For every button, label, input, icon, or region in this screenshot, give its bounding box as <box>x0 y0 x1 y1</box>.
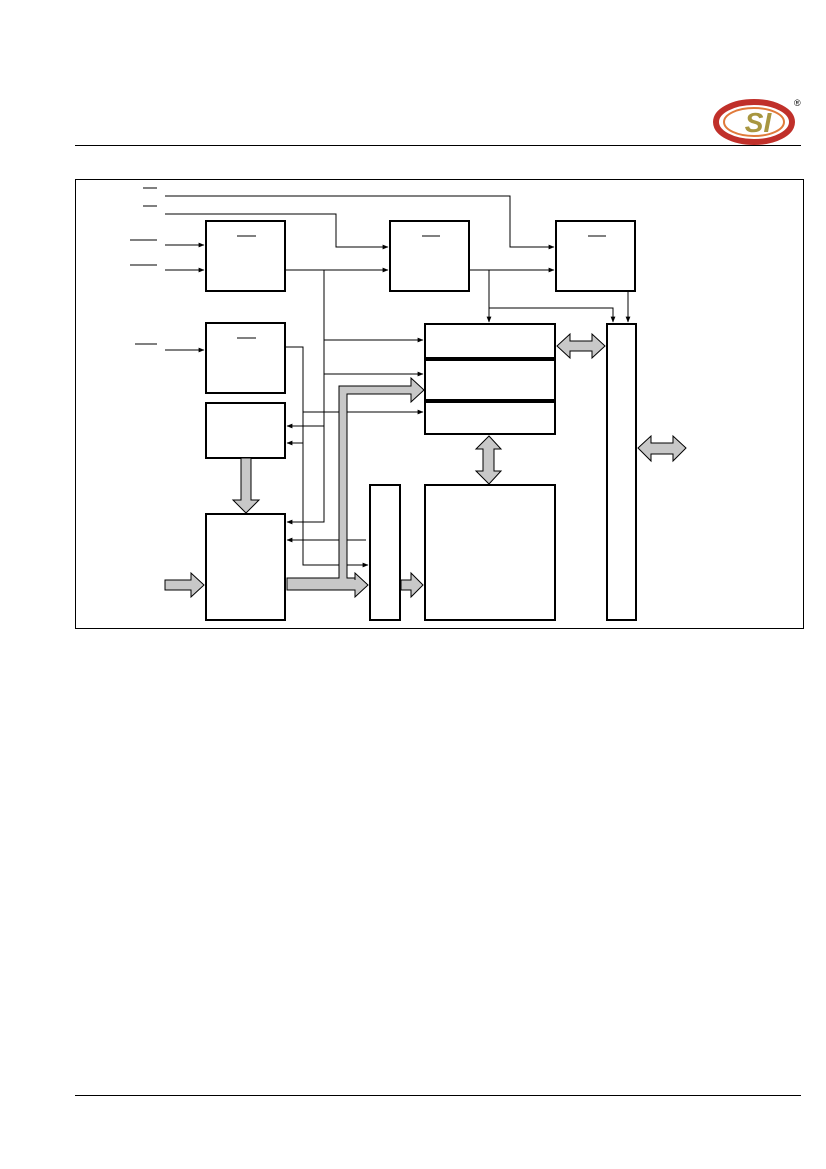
block-register-top <box>424 323 556 359</box>
block-control-1 <box>205 322 286 394</box>
signal-to-io-buffer <box>489 307 616 323</box>
bus-address-input <box>164 571 205 599</box>
logo-registered-mark: ® <box>794 98 801 108</box>
logo-ring-inner <box>723 107 785 137</box>
footer-rule <box>75 1095 801 1096</box>
logo-letters: SI <box>745 107 773 138</box>
signal-vertical-trunk <box>286 270 325 525</box>
block-decoder <box>369 484 401 621</box>
logo-ring-outer <box>713 99 795 145</box>
bus-register-io-bidirectional <box>556 332 606 360</box>
block-memory-array <box>424 484 556 621</box>
si-logo: SI ® <box>713 98 801 145</box>
header-rule <box>75 145 801 146</box>
signal-line-pin2 <box>165 213 389 250</box>
bus-decoder-to-array <box>400 571 424 599</box>
block-register-middle <box>424 359 556 401</box>
bus-register-array-bidirectional <box>474 435 503 485</box>
block-register-bottom <box>424 401 556 435</box>
bus-address-to-decoder-and-register <box>286 376 425 599</box>
signal-line-pin1 <box>165 195 555 250</box>
block-io-buffer <box>606 323 637 621</box>
bus-control-to-address <box>231 457 261 514</box>
block-address-generator <box>205 513 286 621</box>
block-input-buffer-3 <box>555 220 636 292</box>
bus-external-data-bidirectional <box>637 434 687 463</box>
block-input-buffer-1 <box>205 220 286 292</box>
diagram-frame <box>75 179 804 629</box>
signal-control1-branch <box>285 346 369 568</box>
block-input-buffer-2 <box>389 220 470 292</box>
block-control-2 <box>205 402 286 459</box>
